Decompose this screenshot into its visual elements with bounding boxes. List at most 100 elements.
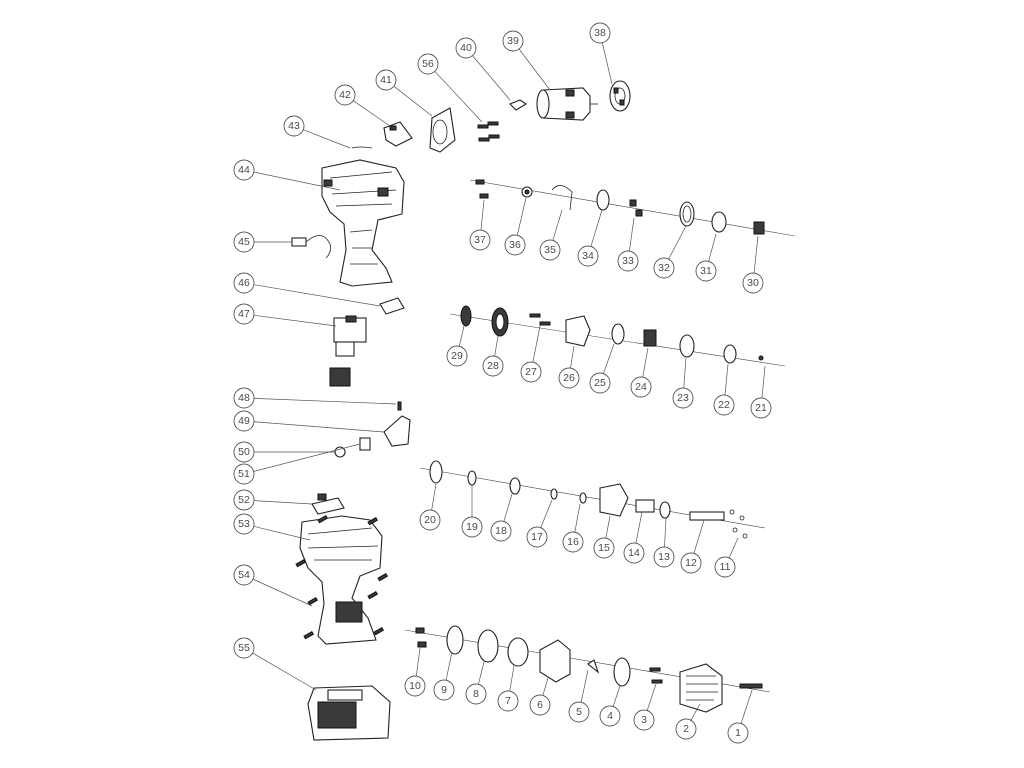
leader-line-13 [664,517,667,548]
callout-circle-46 [233,272,255,294]
leader-line-9 [445,651,453,681]
callout-number-19: 19 [466,521,478,533]
leader-line-20 [431,483,437,511]
row1-parts [475,179,765,235]
callout-number-32: 32 [658,262,670,274]
leader-line-52 [253,500,313,505]
callout-47: 47 [233,303,337,327]
callout-39: 39 [502,30,551,91]
callout-5: 5 [568,669,590,723]
callout-circle-54 [233,564,255,586]
callout-55: 55 [233,637,317,691]
leader-line-48 [253,398,397,405]
leader-line-23 [683,357,687,389]
leader-line-26 [570,345,575,369]
callout-number-40: 40 [460,42,472,54]
callout-56: 56 [417,53,483,123]
motor-end-plate [609,80,631,112]
callout-circle-24 [630,376,652,398]
callout-number-48: 48 [238,392,250,404]
callout-12: 12 [680,519,705,574]
callout-23: 23 [672,357,694,409]
lamp-cover [379,297,405,315]
callout-circle-37 [469,229,491,251]
callout-35: 35 [539,209,563,261]
callout-circle-9 [433,679,455,701]
motor-screws [477,121,500,142]
callout-46: 46 [233,272,381,307]
row2-parts [460,305,764,364]
leader-line-8 [478,661,485,685]
callout-number-33: 33 [622,255,634,267]
callout-number-27: 27 [525,366,537,378]
callout-36: 36 [504,197,527,256]
callout-number-49: 49 [238,415,250,427]
callout-7: 7 [497,665,519,712]
leader-line-36 [516,197,527,236]
callout-45: 45 [233,231,292,253]
leader-line-17 [540,499,553,528]
callout-number-51: 51 [238,468,250,480]
callout-circle-18 [490,520,512,542]
callout-number-20: 20 [424,514,436,526]
callout-circle-30 [742,272,764,294]
callout-circle-38 [589,22,611,44]
callout-circle-16 [562,531,584,553]
callout-circle-5 [568,701,590,723]
callout-circle-3 [633,709,655,731]
leader-line-47 [253,314,337,327]
leader-line-51 [253,443,361,472]
lamp-bracket [383,415,411,447]
callout-number-54: 54 [238,569,250,581]
callout-44: 44 [233,159,341,191]
callout-circle-23 [672,387,694,409]
callout-circle-21 [750,397,772,419]
callout-circle-2 [675,718,697,740]
callout-circle-17 [526,526,548,548]
leader-line-4 [612,685,621,707]
callout-number-52: 52 [238,494,250,506]
leader-line-33 [629,217,635,252]
callout-30: 30 [742,235,764,294]
leader-line-18 [503,493,513,522]
callout-number-13: 13 [658,551,670,563]
callout-number-18: 18 [495,525,507,537]
callout-17: 17 [526,499,553,548]
switch-assembly [329,315,367,387]
callout-number-50: 50 [238,446,250,458]
leader-line-11 [728,537,739,559]
housing-left-half [321,159,405,287]
callout-number-24: 24 [635,381,647,393]
wire-harness [291,235,331,259]
callout-circle-33 [617,250,639,272]
callout-circle-6 [529,694,551,716]
callout-29: 29 [446,325,468,367]
leader-line-6 [542,677,549,696]
callout-49: 49 [233,410,385,433]
callout-11: 11 [714,537,739,578]
callout-circle-55 [233,637,255,659]
callout-number-15: 15 [598,542,610,554]
leader-line-27 [532,325,541,363]
callout-number-55: 55 [238,642,250,654]
callout-15: 15 [593,515,615,559]
callout-37: 37 [469,199,491,251]
callout-circle-42 [334,84,356,106]
leader-line-53 [253,526,311,541]
callout-number-36: 36 [509,239,521,251]
callout-number-25: 25 [594,377,606,389]
callout-circle-36 [504,234,526,256]
callout-number-12: 12 [685,557,697,569]
callout-circle-22 [713,394,735,416]
callout-22: 22 [713,363,735,416]
callout-circle-14 [623,542,645,564]
leader-line-42 [353,100,391,127]
leader-line-7 [509,665,515,692]
callout-circle-4 [599,705,621,727]
leader-line-15 [605,515,611,539]
callout-circle-43 [283,115,305,137]
callout-circle-52 [233,489,255,511]
callout-circle-28 [482,355,504,377]
callout-circle-29 [446,345,468,367]
callout-number-28: 28 [487,360,499,372]
